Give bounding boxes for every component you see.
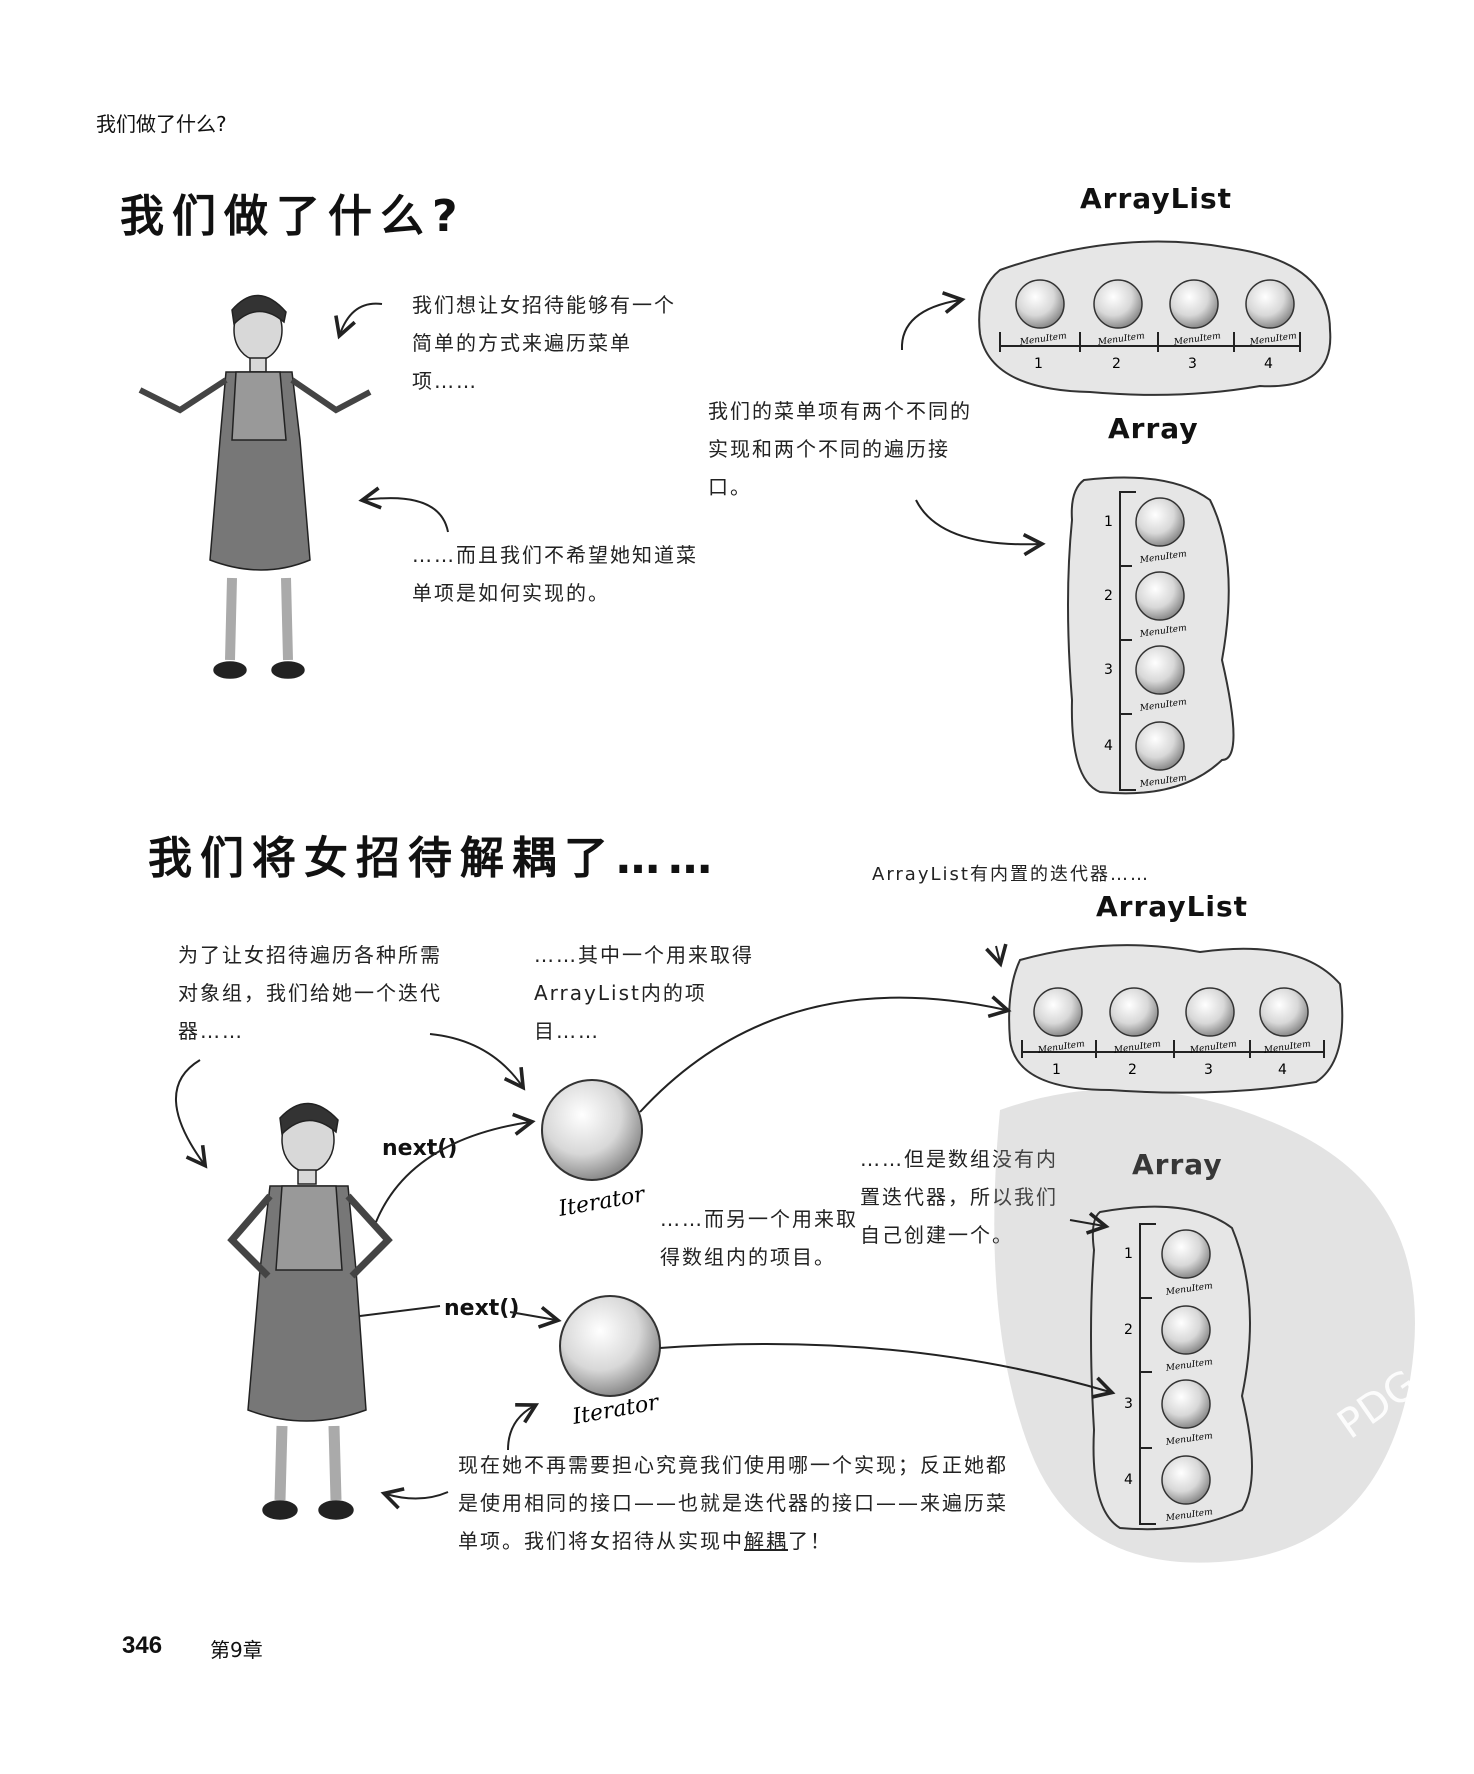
arrow-to-waitress-mid (358, 486, 449, 533)
bottom-note: 现在她不再需要担心究竟我们使用哪一个实现；反正她都是使用相同的接口——也就是迭代… (458, 1446, 1018, 1560)
arrow-give-to-waitress (175, 1059, 208, 1169)
menu-item-sphere (1161, 1455, 1211, 1505)
note-simple-way: 我们想让女招待能够有一个简单的方式来遍历菜单项…… (412, 293, 676, 393)
menu-item-index: 3 (1104, 662, 1113, 678)
bottom-note-text: 现在她不再需要担心究竟我们使用哪一个实现；反正她都是使用相同的接口——也就是迭代… (458, 1453, 1008, 1553)
chapter-label: 第9章 (210, 1638, 263, 1662)
note-two-implementations: 我们的菜单项有两个不同的实现和两个不同的遍历接口。 (708, 399, 972, 499)
menu-item-sphere (1135, 571, 1185, 621)
note-array-no-iterator: ……但是数组没有内置迭代器，所以我们自己创建一个。 (860, 1147, 1058, 1247)
arrow-iterator1-to-arraylist (639, 995, 1012, 1113)
bottom-note-decouple: 解耦 (744, 1529, 788, 1553)
menu-item-index: 1 (1034, 356, 1043, 372)
arraylist-label-1: ArrayList (1080, 182, 1233, 215)
menu-item-index: 1 (1104, 514, 1113, 530)
arrow-next-2 (359, 1306, 556, 1320)
arrow-builtin-down (985, 943, 1008, 968)
menu-item-sphere (1169, 279, 1219, 329)
array-container-1 (1067, 476, 1235, 795)
menu-item-index: 3 (1188, 356, 1197, 372)
menu-item-sphere (1135, 645, 1185, 695)
menu-item-sphere (1161, 1379, 1211, 1429)
arrow-to-arraylist-1 (900, 291, 966, 351)
menu-item-index: 1 (1052, 1062, 1061, 1078)
menu-item-sphere (1033, 987, 1083, 1037)
menu-item-index: 2 (1124, 1322, 1133, 1338)
arrow-noiter-to-array (1069, 1211, 1110, 1235)
menu-item-sphere (1161, 1229, 1211, 1279)
menu-item-sphere (1015, 279, 1065, 329)
menu-item-index: 1 (1124, 1246, 1133, 1262)
arrow-iterator2-to-array (659, 1342, 1116, 1399)
section2-title: 我们将女招待解耦了…… (148, 833, 720, 884)
arrow-give-to-iterator (429, 1033, 526, 1091)
menu-item-sphere (1185, 987, 1235, 1037)
menu-item-index: 2 (1128, 1062, 1137, 1078)
arraylist-container-2 (1008, 944, 1344, 1094)
menu-item-sphere (1259, 987, 1309, 1037)
bottom-note-end: 了！ (788, 1529, 832, 1553)
arrow-bottom-to-waitress (380, 1487, 449, 1510)
iterator-sphere-2 (559, 1295, 661, 1397)
section1-title: 我们做了什么? (120, 191, 466, 242)
menu-item-index: 3 (1204, 1062, 1213, 1078)
iterator-sphere-1 (541, 1079, 643, 1181)
iterator-label-1: Iterator (556, 1182, 648, 1222)
note-one-for-arraylist: ……其中一个用来取得ArrayList内的项目…… (534, 943, 754, 1043)
arraylist-label-2: ArrayList (1096, 890, 1249, 923)
array-label-2: Array (1132, 1148, 1223, 1181)
menu-item-index: 4 (1278, 1062, 1287, 1078)
menu-item-index: 4 (1264, 356, 1273, 372)
running-head: 我们做了什么? (96, 112, 227, 136)
waitress-figure-1 (138, 294, 372, 679)
menu-item-index: 3 (1124, 1396, 1133, 1412)
arrow-next-1 (375, 1112, 536, 1223)
menu-item-index: 4 (1104, 738, 1113, 754)
note-dont-know: ……而且我们不希望她知道菜单项是如何实现的。 (412, 543, 698, 605)
note-builtin-iterator: ArrayList有内置的迭代器…… (872, 864, 1150, 885)
menu-item-sphere (1161, 1305, 1211, 1355)
page-number: 346 (122, 1632, 163, 1659)
menu-item-index: 2 (1112, 356, 1121, 372)
arrow-to-array-1 (915, 499, 1046, 557)
menu-item-sphere (1135, 721, 1185, 771)
arrow-bottom-to-iterator (507, 1402, 540, 1451)
arrow-to-waitress-top (334, 302, 383, 340)
next-label-2: next() (444, 1296, 520, 1321)
menu-item-index: 4 (1124, 1472, 1133, 1488)
arraylist-container-1 (978, 240, 1332, 396)
array-label-1: Array (1108, 412, 1199, 445)
menu-item-sphere (1135, 497, 1185, 547)
menu-item-sphere (1109, 987, 1159, 1037)
array-container-2 (1090, 1205, 1253, 1531)
menu-item-sphere (1245, 279, 1295, 329)
note-other-for-array: ……而另一个用来取得数组内的项目。 (660, 1207, 858, 1269)
note-give-iterator: 为了让女招待遍历各种所需对象组，我们给她一个迭代器…… (178, 943, 442, 1043)
menu-item-sphere (1093, 279, 1143, 329)
waitress-figure-2 (227, 1102, 393, 1520)
menu-item-index: 2 (1104, 588, 1113, 604)
